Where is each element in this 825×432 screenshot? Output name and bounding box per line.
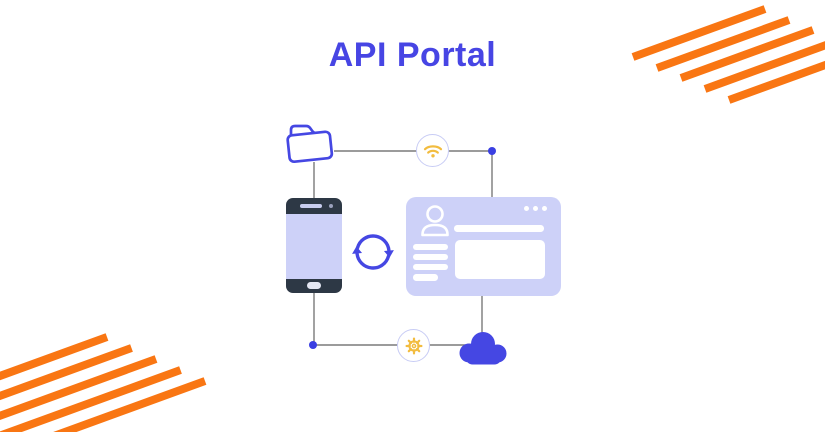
page-title: API Portal	[328, 36, 497, 74]
wifi-badge	[416, 134, 449, 167]
text-line-placeholder	[413, 253, 448, 260]
menu-dot	[532, 206, 539, 212]
node-dot-top-right	[488, 147, 496, 155]
browser-window-icon	[406, 197, 561, 296]
node-dot-bottom-left	[309, 341, 317, 349]
sync-arrows-icon	[352, 234, 394, 270]
decor-stripes-bottom-left	[0, 333, 207, 432]
smartphone-icon	[286, 198, 342, 293]
menu-dot	[541, 206, 547, 212]
phone-camera	[329, 204, 333, 208]
phone-speaker	[300, 204, 322, 208]
phone-top-bezel	[286, 198, 342, 214]
text-line-placeholder	[413, 274, 438, 281]
decor-stripes-top-right	[631, 5, 825, 104]
gear-icon	[404, 336, 422, 354]
wifi-icon	[423, 145, 442, 158]
phone-bottom-bezel	[286, 279, 342, 293]
cloud-icon	[459, 332, 507, 365]
text-line-placeholder	[413, 263, 448, 270]
menu-dot	[524, 206, 530, 212]
user-icon	[421, 205, 449, 237]
title-bar-placeholder	[454, 225, 544, 232]
gear-badge	[397, 329, 430, 362]
content-panel-placeholder	[455, 240, 545, 279]
text-line-placeholder	[413, 243, 448, 250]
menu-dots-icon	[524, 206, 547, 212]
phone-home-button	[307, 282, 321, 289]
folder-icon	[286, 124, 334, 164]
phone-screen	[286, 214, 342, 279]
